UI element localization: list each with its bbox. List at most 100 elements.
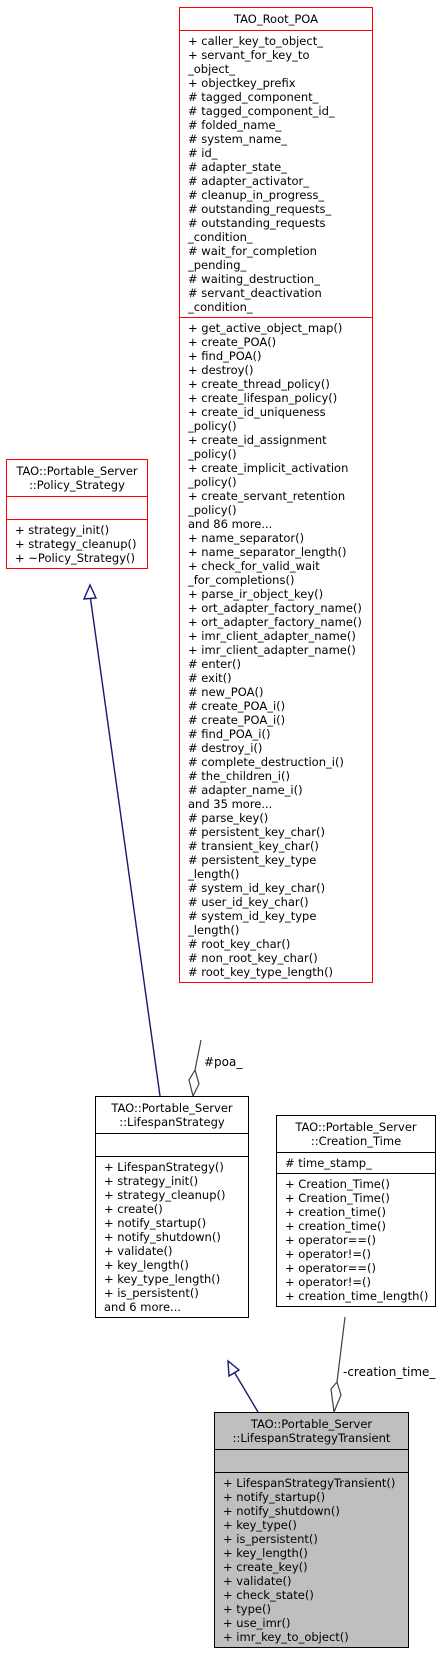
attribute-item: + caller_key_to_object_ [188,34,323,48]
operation-item: + get_active_object_map() [188,321,343,335]
class-title: TAO::Portable_Server::Creation_Time [277,1116,435,1152]
operation-item: # system_id_key_type [188,909,317,923]
operation-item: and 6 more... [104,1300,182,1314]
operation-item: + validate() [104,1244,173,1258]
operation-item: + strategy_cleanup() [15,537,137,551]
operation-item: # system_id_key_char() [188,881,326,895]
class-attributes: + caller_key_to_object_+ servant_for_key… [180,30,372,317]
class-operations: + strategy_init()+ strategy_cleanup()+ ~… [7,519,147,568]
operation-item: + parse_ir_object_key() [188,587,324,601]
operation-item: + Creation_Time() [285,1177,390,1191]
inheritance-edge-lifespan-to-policy [82,583,161,1097]
operation-item: + create_POA() [188,335,277,349]
operation-item: + imr_client_adapter_name() [188,643,356,657]
class-attributes [215,1449,408,1472]
operation-item: + key_type_length() [104,1272,221,1286]
class-title-line: ::Policy_Strategy [29,478,125,492]
class-title-line: ::LifespanStrategyTransient [232,1431,391,1445]
class-creation-time[interactable]: TAO::Portable_Server::Creation_Time # ti… [276,1115,436,1307]
operation-item: and 86 more... [188,517,273,531]
class-title-line: TAO::Portable_Server [16,464,138,478]
operation-item: + find_POA() [188,349,262,363]
operation-item: _policy() [188,419,237,433]
class-lifespan-strategy[interactable]: TAO::Portable_Server::LifespanStrategy +… [95,1096,249,1318]
operation-item: # non_root_key_char() [188,951,318,965]
operation-item: + notify_shutdown() [223,1504,340,1518]
attribute-item: _object_ [188,62,235,76]
operation-item: # persistent_key_char() [188,825,325,839]
attribute-item: # tagged_component_ [188,90,319,104]
attribute-item: # outstanding_requests [188,216,326,230]
attribute-item: # adapter_activator_ [188,174,309,188]
class-title-line: ::Creation_Time [310,1134,402,1148]
class-title-line: TAO::Portable_Server [111,1101,233,1115]
attribute-item: # id_ [188,146,218,160]
class-attributes [7,496,147,519]
operation-item: + operator!=() [285,1275,371,1289]
class-title-line: TAO::Portable_Server [295,1120,417,1134]
operation-item: + creation_time() [285,1219,386,1233]
class-tao-root-poa[interactable]: TAO_Root_POA + caller_key_to_object_+ se… [179,7,373,983]
operation-item: # parse_key() [188,811,269,825]
operation-item: + strategy_init() [15,523,110,537]
operation-item: + create_id_assignment [188,433,327,447]
operation-item: + operator==() [285,1261,376,1275]
class-title: TAO::Portable_Server::LifespanStrategyTr… [215,1413,408,1449]
attribute-item: # adapter_state_ [188,160,287,174]
class-title: TAO::Portable_Server::Policy_Strategy [7,460,147,496]
attribute-item: # servant_deactivation [188,286,322,300]
operation-item: + check_state() [223,1588,314,1602]
operation-item: + notify_startup() [104,1216,207,1230]
operation-item: # persistent_key_type [188,853,317,867]
attribute-item: # time_stamp_ [285,1156,372,1170]
class-title: TAO_Root_POA [180,8,372,30]
operation-item: + destroy() [188,363,254,377]
class-attributes: # time_stamp_ [277,1152,435,1173]
attribute-item: # cleanup_in_progress_ [188,188,325,202]
operation-item: + create_key() [223,1560,308,1574]
operation-item: + creation_time_length() [285,1289,429,1303]
operation-item: and 35 more... [188,797,273,811]
inheritance-edge-transient-to-lifespan [227,1359,259,1413]
operation-item: + use_imr() [223,1616,291,1630]
operation-item: + create_thread_policy() [188,377,330,391]
operation-item: # new_POA() [188,685,264,699]
operation-item: # create_POA_i() [188,713,286,727]
operation-item: # user_id_key_char() [188,895,309,909]
operation-item: + name_separator() [188,531,305,545]
operation-item: + imr_key_to_object() [223,1630,349,1644]
operation-item: _length() [188,923,240,937]
operation-item: + key_type() [223,1518,297,1532]
class-policy-strategy[interactable]: TAO::Portable_Server::Policy_Strategy + … [6,459,148,569]
class-title-line: TAO_Root_POA [233,12,319,26]
operation-item: + Creation_Time() [285,1191,390,1205]
operation-item: # root_key_type_length() [188,965,334,979]
operation-item: + ~Policy_Strategy() [15,551,136,565]
aggregation-edge-poa [188,1039,202,1098]
operation-item: + create() [104,1202,163,1216]
operation-item: + is_persistent() [223,1532,318,1546]
operation-item: + check_for_valid_wait [188,559,320,573]
operation-item: + create_implicit_activation [188,461,349,475]
operation-item: + ort_adapter_factory_name() [188,601,362,615]
operation-item: # destroy_i() [188,741,263,755]
class-title: TAO::Portable_Server::LifespanStrategy [96,1097,248,1133]
attribute-item: _condition_ [188,230,253,244]
operation-item: + ort_adapter_factory_name() [188,615,362,629]
operation-item: _for_completions() [188,573,295,587]
operation-item: + creation_time() [285,1205,386,1219]
operation-item: # find_POA_i() [188,727,271,741]
operation-item: + strategy_init() [104,1174,199,1188]
operation-item: # enter() [188,657,241,671]
class-lifespan-strategy-transient[interactable]: TAO::Portable_Server::LifespanStrategyTr… [214,1412,409,1648]
operation-item: + key_length() [223,1546,308,1560]
attribute-item: # tagged_component_id_ [188,104,335,118]
operation-item: # the_children_i() [188,769,290,783]
operation-item: # complete_destruction_i() [188,755,344,769]
operation-item: + operator==() [285,1233,376,1247]
edge-label-poa: #poa_ [204,1055,243,1069]
operation-item: + LifespanStrategy() [104,1160,224,1174]
operation-item: + LifespanStrategyTransient() [223,1476,396,1490]
operation-item: _length() [188,867,240,881]
